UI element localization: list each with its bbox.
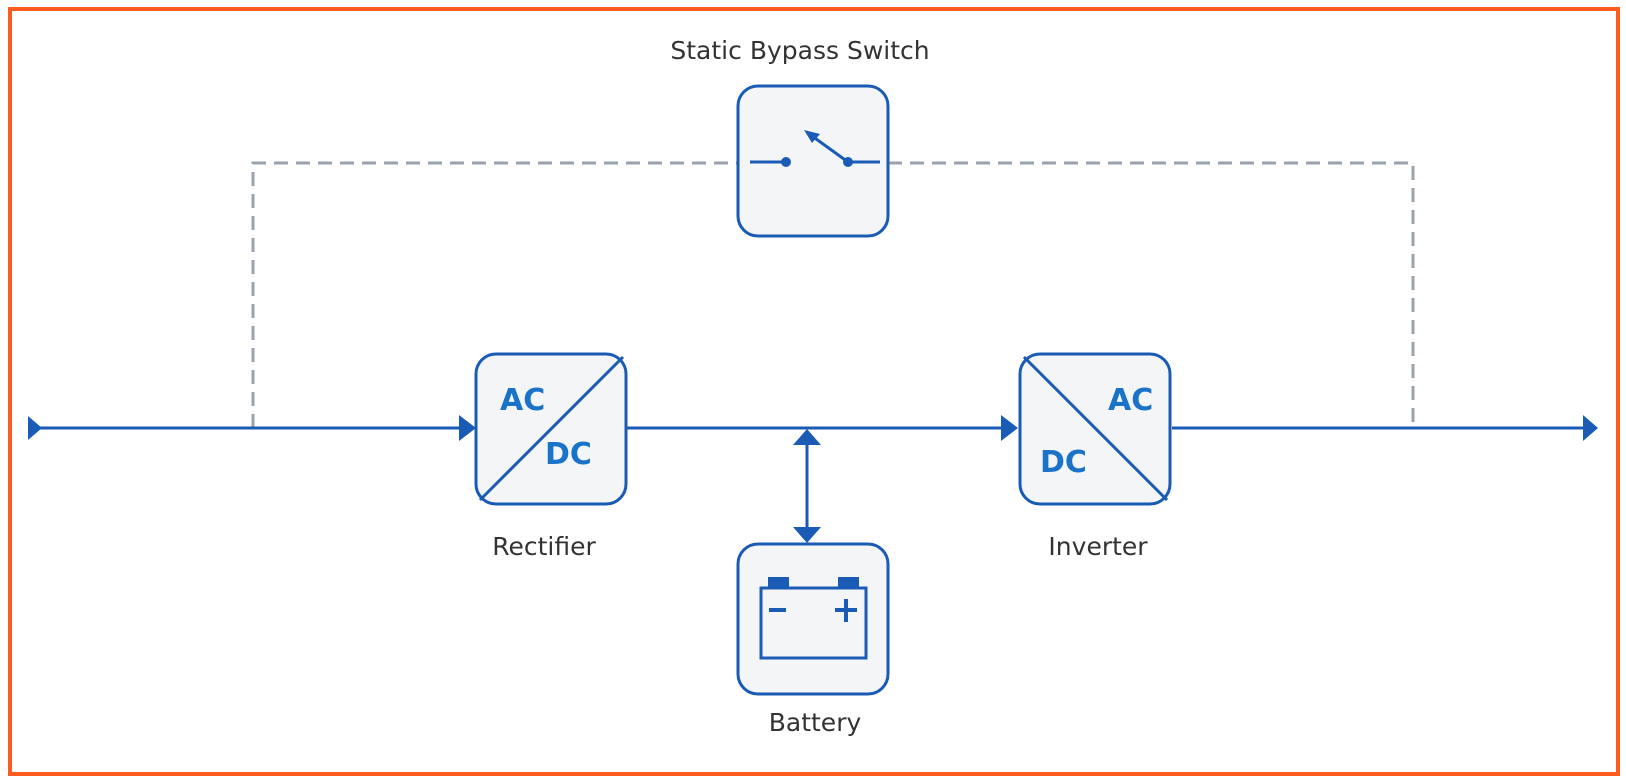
inverter-ac-text: AC — [1108, 383, 1153, 418]
dc-ac-converter-icon — [1022, 355, 1169, 502]
battery-box — [736, 542, 890, 696]
input-start-arrow — [28, 416, 42, 440]
bypass-label: Static Bypass Switch — [670, 36, 930, 65]
inverter-input-arrow — [1001, 415, 1018, 441]
switch-icon — [750, 130, 880, 167]
output-end-arrow — [1583, 415, 1598, 441]
battery-icon — [759, 577, 868, 660]
battery-label: Battery — [768, 708, 862, 737]
diagram-frame — [8, 7, 1620, 776]
inverter-dc-text: DC — [1040, 445, 1087, 480]
rectifier-box: AC DC — [474, 352, 628, 506]
battery-link-up-arrow — [793, 429, 821, 445]
ac-dc-converter-icon — [478, 355, 625, 502]
rectifier-label: Rectifier — [492, 532, 596, 561]
battery-link-down-arrow — [793, 527, 821, 543]
rectifier-ac-text: AC — [500, 383, 545, 418]
bypass-line-left — [251, 161, 738, 428]
inverter-label: Inverter — [1048, 532, 1148, 561]
rectifier-dc-text: DC — [545, 437, 592, 472]
inverter-box: AC DC — [1018, 352, 1172, 506]
rectifier-input-arrow — [459, 415, 476, 441]
static-bypass-switch — [736, 84, 890, 238]
